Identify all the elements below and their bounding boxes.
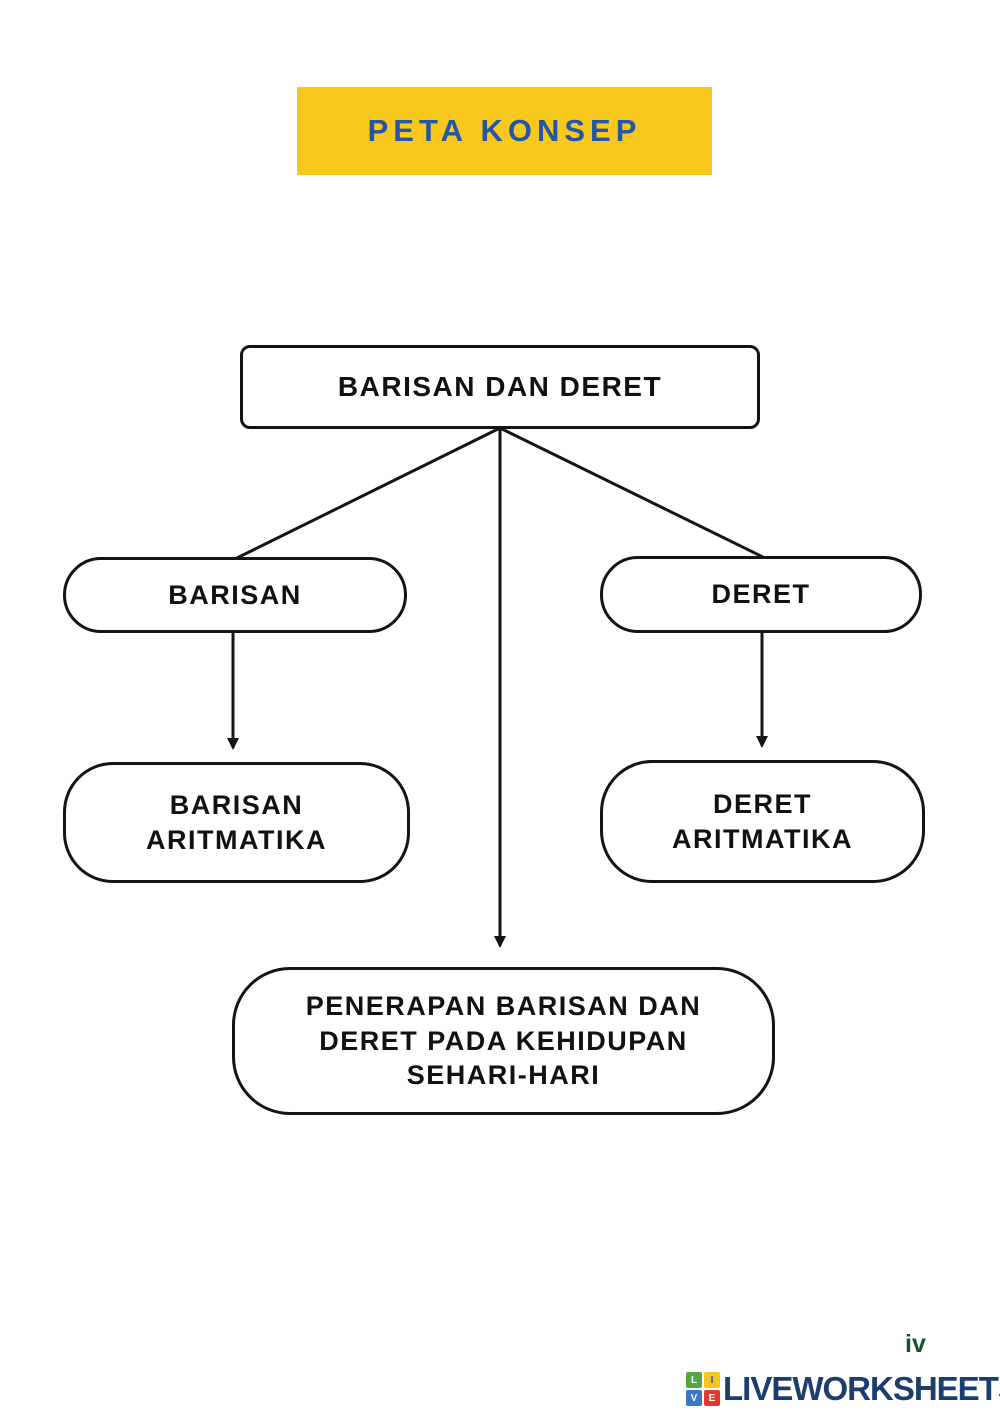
liveworksheets-logo: L I V E LIVEWORKSHEETS: [686, 1370, 1000, 1408]
liveworksheets-logo-icon: L I V E: [686, 1372, 720, 1406]
node-label: DERET: [711, 579, 811, 610]
title-banner: PETA KONSEP: [297, 87, 712, 175]
node-label-line: PENERAPAN BARISAN DAN: [305, 991, 702, 1022]
node-penerapan-barisan-dan-deret: PENERAPAN BARISAN DAN DERET PADA KEHIDUP…: [232, 967, 775, 1115]
node-deret-aritmatika: DERET ARITMATIKA: [600, 760, 925, 883]
node-deret: DERET: [600, 556, 922, 633]
node-label: BARISAN DAN DERET: [337, 371, 663, 403]
logo-square-v: V: [686, 1390, 702, 1406]
page-title: PETA KONSEP: [367, 113, 642, 148]
node-label-line: SEHARI-HARI: [406, 1060, 601, 1091]
node-barisan-aritmatika: BARISAN ARITMATIKA: [63, 762, 410, 883]
node-label: BARISAN: [168, 579, 302, 610]
node-label-line: ARITMATIKA: [672, 823, 853, 854]
liveworksheets-wordmark: LIVEWORKSHEETS: [723, 1370, 1000, 1407]
node-label-line: ARITMATIKA: [146, 824, 327, 855]
node-barisan: BARISAN: [63, 557, 407, 633]
node-barisan-dan-deret: BARISAN DAN DERET: [240, 345, 760, 429]
logo-square-l: L: [686, 1372, 702, 1388]
node-label-line: BARISAN: [169, 789, 304, 820]
connector-root-to-barisan: [236, 426, 501, 560]
page-number: iv: [905, 1330, 926, 1358]
logo-square-e: E: [704, 1390, 720, 1406]
node-label-line: DERET: [712, 788, 812, 819]
logo-square-i: I: [704, 1372, 720, 1388]
connector-root-to-deret: [499, 426, 764, 559]
node-label-line: DERET PADA KEHIDUPAN: [319, 1025, 688, 1056]
